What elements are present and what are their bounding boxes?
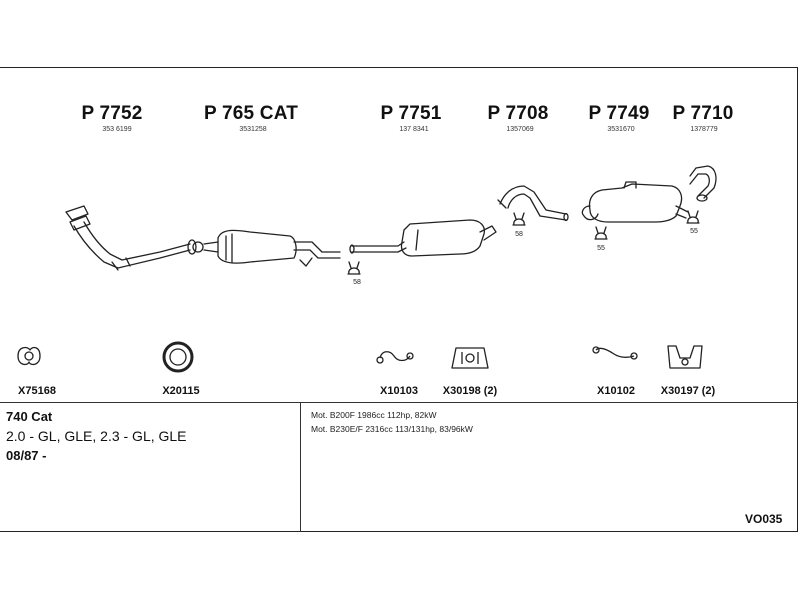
part-code-intermediate-pipe[interactable]: P 7708 — [487, 103, 549, 124]
clamp-icon[interactable] — [686, 210, 700, 224]
clamp-label: 58 — [515, 231, 523, 238]
clamp-label: 58 — [353, 279, 361, 286]
part-ref-intermediate-pipe: 1357069 — [506, 126, 534, 133]
vehicle-variants: 2.0 - GL, GLE, 2.3 - GL, GLE — [6, 428, 187, 444]
middle-silencer-drawing[interactable] — [349, 219, 497, 257]
front-pipe-drawing[interactable] — [65, 205, 197, 271]
part-ref-middle-silencer: 137 8341 — [399, 126, 429, 133]
diagram-code: VO035 — [745, 512, 783, 526]
part-ref-catalyst: 3531258 — [239, 126, 267, 133]
diagram-frame — [0, 67, 798, 532]
accessory-code[interactable]: X30197 (2) — [660, 385, 716, 397]
rubber-mount-icon[interactable] — [451, 347, 489, 369]
accessory-code[interactable]: X10103 — [380, 385, 418, 397]
part-code-catalyst[interactable]: P 765 CAT — [203, 103, 299, 124]
ring-gasket-icon[interactable] — [162, 341, 194, 373]
clamp-label: 55 — [690, 228, 698, 235]
accessory-code[interactable]: X30198 (2) — [442, 385, 498, 397]
section-divider — [0, 402, 798, 403]
part-ref-tail-pipe: 1378779 — [690, 126, 718, 133]
part-code-middle-silencer[interactable]: P 7751 — [380, 103, 442, 124]
part-code-front-pipe[interactable]: P 7752 — [81, 103, 143, 124]
clamp-icon[interactable] — [594, 226, 608, 240]
accessory-code[interactable]: X75168 — [18, 385, 56, 397]
wire-hanger-icon[interactable] — [592, 346, 638, 360]
vehicle-model: 740 Cat — [6, 409, 53, 424]
column-divider — [300, 402, 301, 532]
engine-line: Mot. B200F 1986cc 112hp, 82kW — [311, 410, 437, 420]
wire-hanger-icon[interactable] — [376, 351, 414, 364]
rubber-mount-icon[interactable] — [667, 345, 703, 369]
tail-pipe-drawing[interactable] — [689, 165, 717, 202]
clamp-icon[interactable] — [347, 261, 361, 275]
part-ref-rear-silencer: 3531670 — [607, 126, 635, 133]
gasket-icon[interactable] — [17, 346, 41, 366]
part-code-tail-pipe[interactable]: P 7710 — [672, 103, 734, 124]
clamp-icon[interactable] — [512, 212, 526, 226]
vehicle-date: 08/87 - — [6, 448, 47, 463]
accessory-code[interactable]: X20115 — [162, 385, 200, 397]
engine-line: Mot. B230E/F 2316cc 113/131hp, 83/96kW — [311, 424, 473, 434]
part-code-rear-silencer[interactable]: P 7749 — [588, 103, 650, 124]
part-ref-front-pipe: 353 6199 — [102, 126, 132, 133]
clamp-label: 55 — [597, 245, 605, 252]
intermediate-pipe-drawing[interactable] — [497, 185, 569, 222]
accessory-code[interactable]: X10102 — [597, 385, 635, 397]
rear-silencer-drawing[interactable] — [581, 181, 689, 223]
catalyst-drawing[interactable] — [192, 229, 341, 267]
